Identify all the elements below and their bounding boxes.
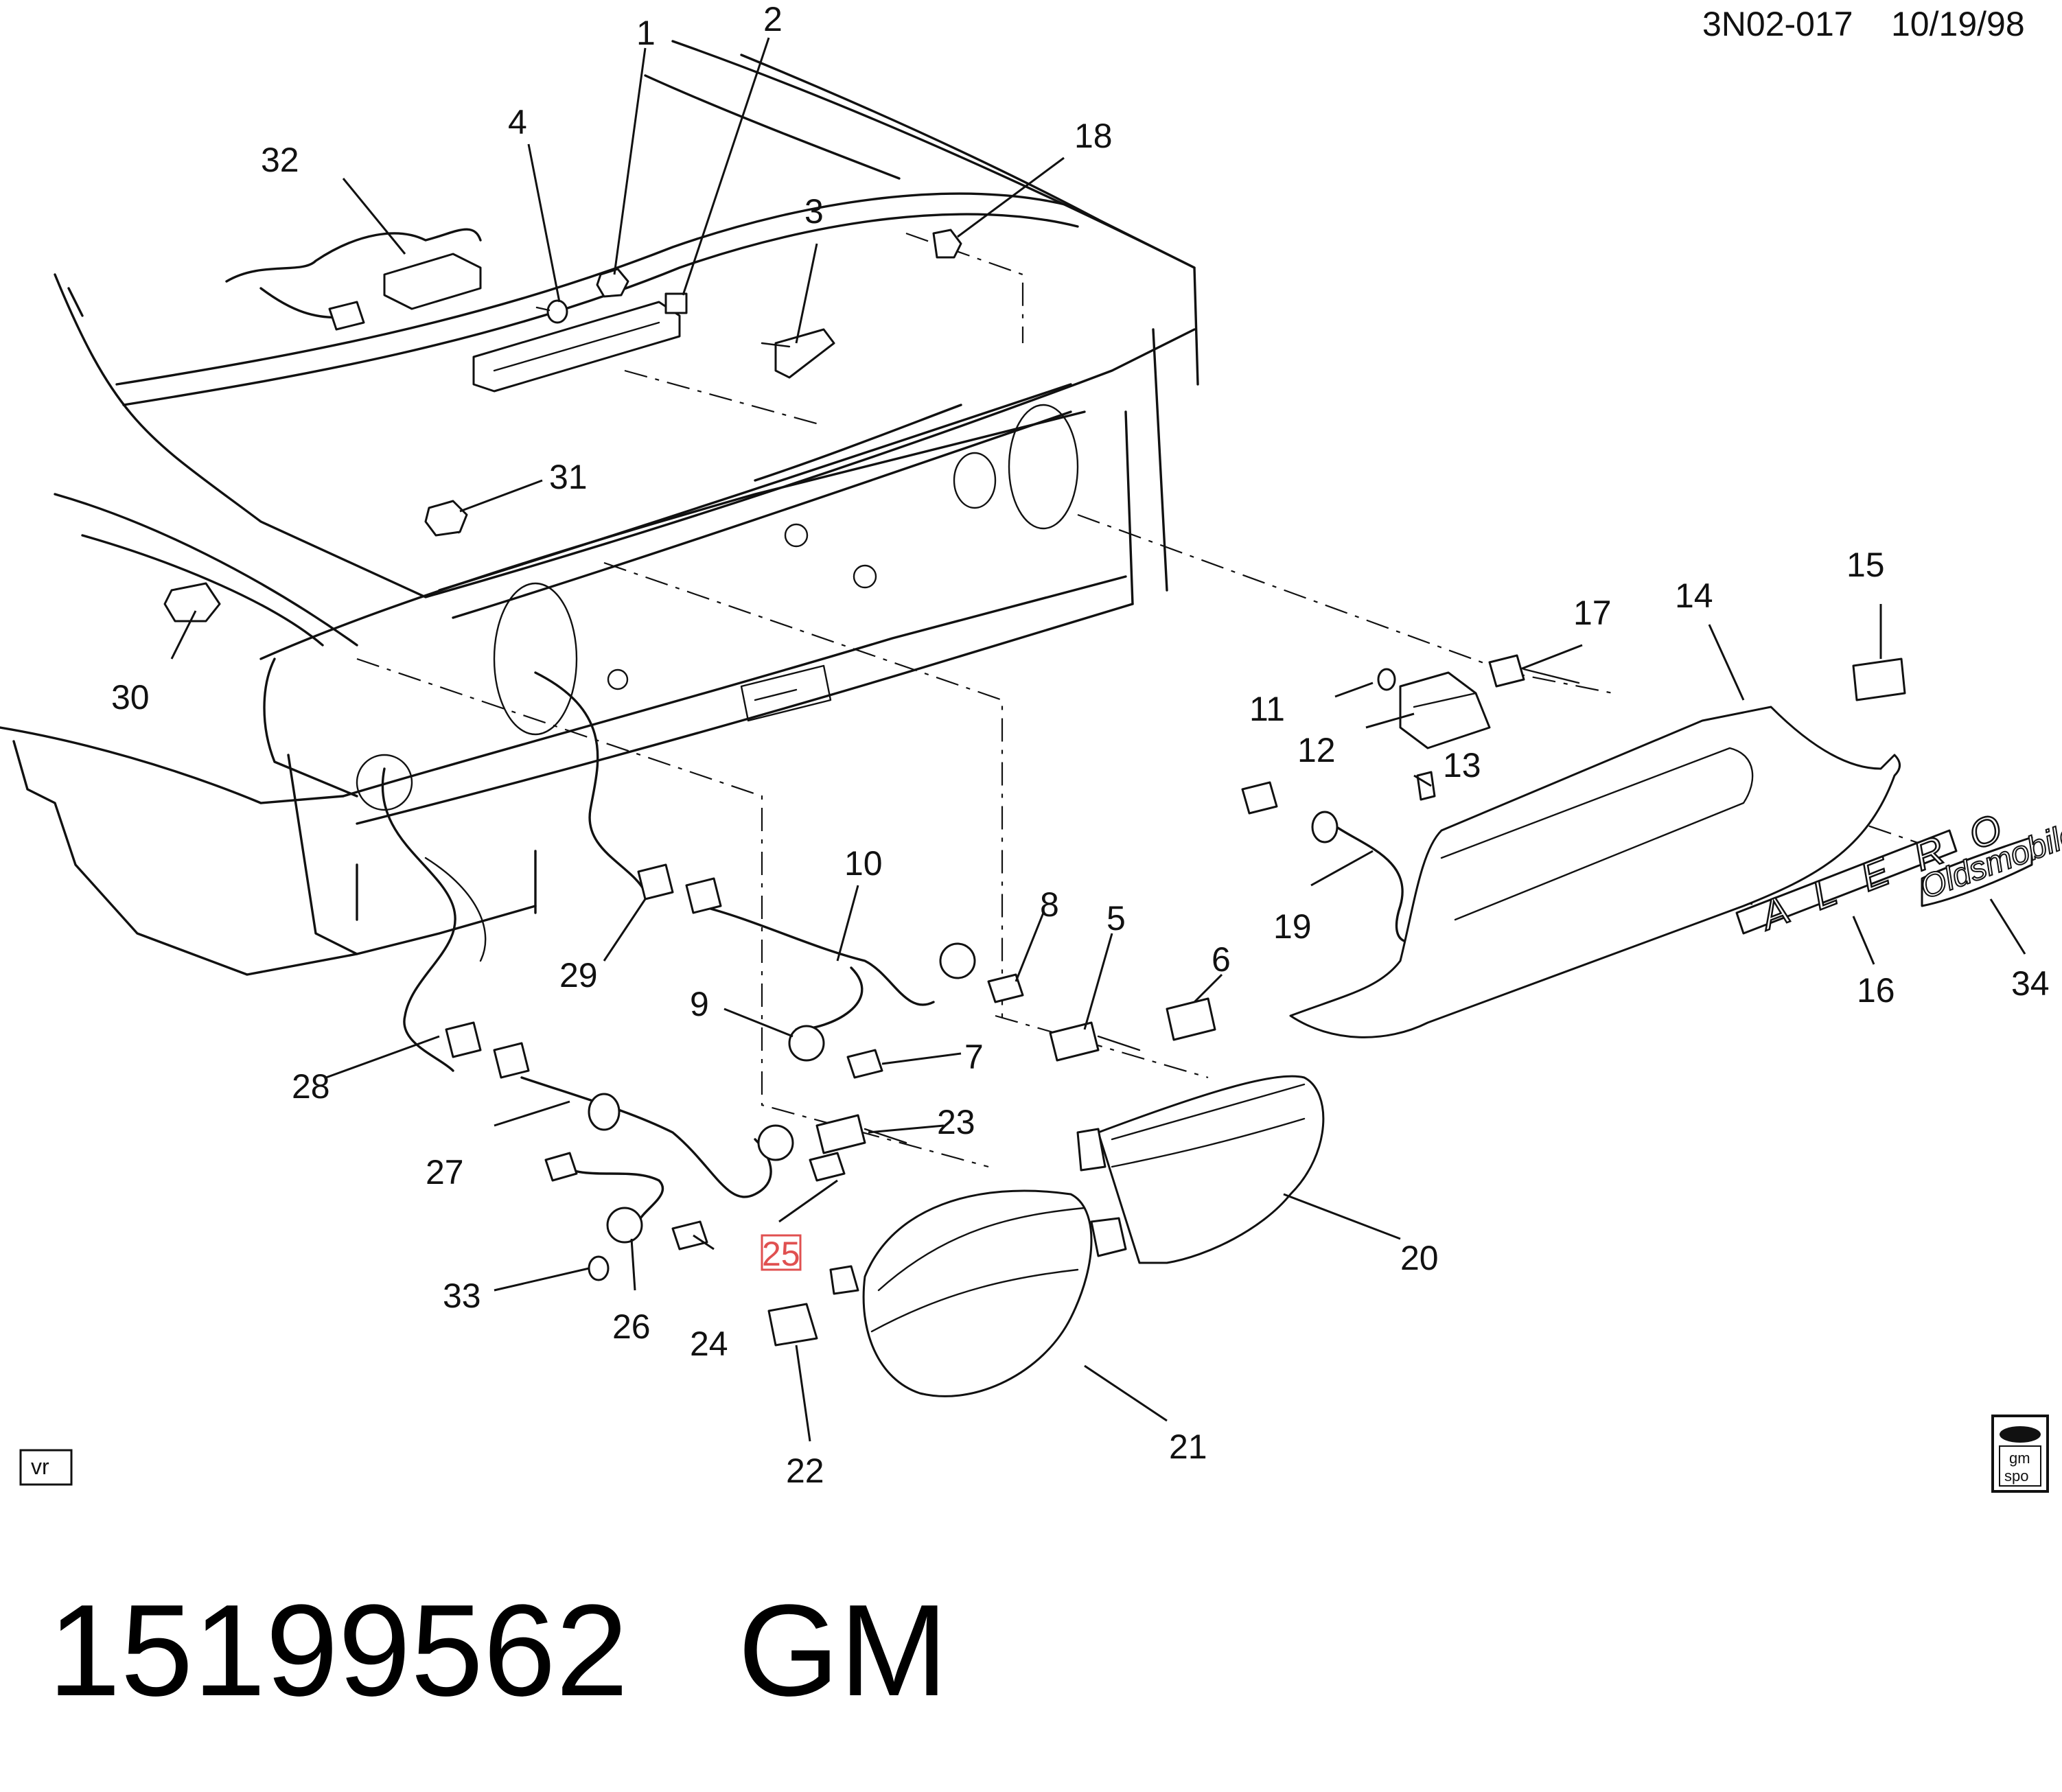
- wiring-harness: [225, 228, 1422, 1223]
- callout-6: 6: [1212, 940, 1231, 979]
- applique-14: [1289, 706, 1901, 1038]
- callout-27: 27: [426, 1153, 464, 1191]
- socket-9: [788, 1025, 825, 1062]
- callout-20: 20: [1400, 1239, 1439, 1277]
- callout-21: 21: [1169, 1428, 1207, 1466]
- gm-spo-logo-icon: gm spo: [1991, 1415, 2049, 1493]
- callout-34: 34: [2011, 964, 2050, 1003]
- brand-label: GM: [738, 1578, 948, 1723]
- vehicle-rear-body: [0, 40, 1199, 976]
- callout-12: 12: [1297, 731, 1336, 769]
- callout-13: 13: [1443, 746, 1481, 784]
- callout-30: 30: [111, 678, 150, 717]
- drawing-code: 3N02-017: [1702, 5, 1853, 43]
- callout-17: 17: [1573, 594, 1612, 632]
- callout-15: 15: [1846, 546, 1885, 584]
- component-parts: [163, 229, 2033, 1397]
- clip-15: [1852, 658, 1906, 701]
- fastener-30: [163, 582, 221, 622]
- bulb-4: [546, 299, 568, 324]
- corner-tag: vr: [31, 1454, 49, 1479]
- logo-line1: gm: [2009, 1450, 2030, 1467]
- tail-lamp-20: [1097, 1075, 1325, 1264]
- callout-26: 26: [612, 1307, 651, 1346]
- callout-4: 4: [508, 103, 527, 141]
- bracket-3: [774, 328, 835, 379]
- callout-33: 33: [443, 1277, 481, 1315]
- callout-23: 23: [937, 1103, 975, 1141]
- callout-10: 10: [844, 844, 883, 883]
- callout-22: 22: [786, 1452, 824, 1490]
- callout-14: 14: [1675, 577, 1713, 615]
- socket-26: [606, 1207, 643, 1244]
- alero-emblem-16: [1735, 829, 1958, 935]
- callout-8: 8: [1040, 885, 1059, 924]
- callout-1: 1: [636, 14, 656, 52]
- bulb-33: [588, 1255, 610, 1281]
- nut-1: [596, 268, 629, 298]
- logo-line2: spo: [2004, 1467, 2028, 1485]
- callout-leaders: [170, 37, 2026, 1442]
- callout-25: 25: [762, 1235, 800, 1273]
- callout-11: 11: [1249, 690, 1285, 728]
- assembly-guide-lines: [356, 232, 1923, 1168]
- corner-tag-box: [19, 1449, 73, 1486]
- callout-2: 2: [763, 0, 783, 38]
- callout-24: 24: [690, 1325, 728, 1363]
- callout-18: 18: [1074, 117, 1113, 155]
- grommet-31: [424, 500, 468, 537]
- module-32: [383, 253, 482, 310]
- callout-16: 16: [1857, 971, 1895, 1010]
- oldsmobile-emblem-34: [1921, 836, 2033, 907]
- drawing-date: 10/19/98: [1891, 5, 2025, 43]
- license-lamp-12: [1399, 671, 1491, 749]
- callout-19: 19: [1273, 907, 1312, 946]
- callout-5: 5: [1107, 899, 1126, 938]
- callout-7: 7: [964, 1038, 984, 1076]
- callout-25-highlight-box: [761, 1234, 802, 1271]
- gasket-6: [1166, 997, 1216, 1041]
- callout-3: 3: [804, 192, 824, 231]
- callout-9: 9: [690, 985, 709, 1023]
- callout-29: 29: [559, 956, 598, 994]
- callout-31: 31: [549, 458, 588, 496]
- callout-numbers: 1 2 3 4 18 32 31 30 11 12 13 17 14 15 16…: [111, 0, 2050, 1490]
- callout-28: 28: [292, 1067, 330, 1106]
- part-number: 15199562: [48, 1578, 628, 1723]
- tail-lamp-21: [862, 1189, 1093, 1397]
- gasket-22: [767, 1303, 818, 1347]
- clip-18: [932, 229, 962, 259]
- callout-32: 32: [261, 141, 299, 179]
